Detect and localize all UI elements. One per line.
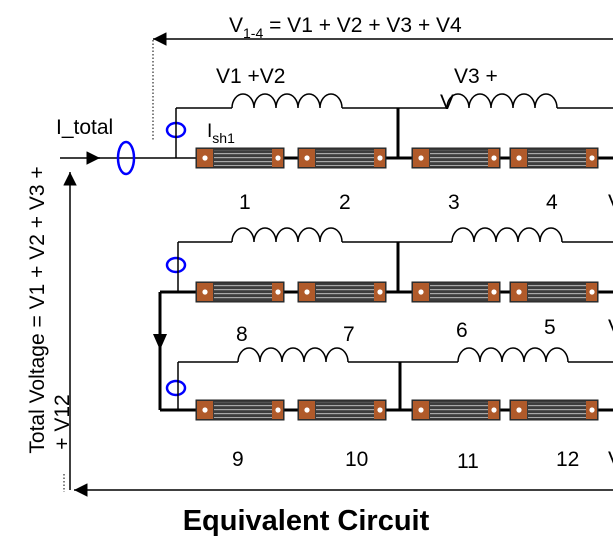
total-voltage-arrow (63, 172, 613, 497)
label-i-shunt: Ish1 (207, 121, 235, 146)
resistor-number: 8 (236, 323, 248, 346)
resistor-number: 5 (544, 316, 556, 339)
resistor-number: 9 (232, 448, 244, 471)
resistor-elements (195, 147, 599, 421)
top-voltage-span: V1-4 = V1 + V2 + V3 + V4 (152, 14, 613, 140)
label-v3: V3 + (454, 65, 498, 88)
label-v3-cut: V (440, 91, 454, 114)
resistor-number: 10 (345, 448, 368, 471)
edge-label-row2: V (608, 316, 613, 339)
top-voltage-label: V1-4 = V1 + V2 + V3 + V4 (229, 14, 462, 41)
resistor-number: 3 (448, 191, 460, 214)
resistor (411, 147, 501, 169)
resistor (509, 147, 599, 169)
resistor (509, 281, 599, 303)
row-link-left (153, 292, 167, 410)
resistor (195, 281, 285, 303)
resistor (297, 281, 387, 303)
resistor (411, 281, 501, 303)
resistor (411, 399, 501, 421)
resistor-number: 6 (456, 319, 468, 342)
diagram-title: Equivalent Circuit (183, 505, 430, 537)
resistor (195, 147, 285, 169)
total-voltage-label-continued: + V12 (51, 394, 74, 449)
label-v1-v2: V1 +V2 (216, 65, 285, 88)
resistor (297, 147, 387, 169)
resistor-number: 1 (239, 191, 251, 214)
current-probe-row2 (165, 256, 187, 274)
resistor (195, 399, 285, 421)
total-voltage-label: Total Voltage = V1 + V2 + V3 + (26, 166, 49, 453)
resistor-number: 12 (556, 448, 579, 471)
resistor-number: 4 (546, 191, 558, 214)
resistor (297, 399, 387, 421)
resistor-number: 11 (457, 450, 479, 473)
resistor (509, 399, 599, 421)
edge-label-row1: V (608, 191, 613, 214)
edge-label-row3: V (608, 448, 613, 471)
current-probe-row3 (165, 379, 187, 397)
resistor-number: 2 (339, 191, 351, 214)
resistor-number: 7 (343, 323, 355, 346)
label-i-total: I_total (56, 116, 113, 139)
current-probe-total (116, 140, 136, 176)
